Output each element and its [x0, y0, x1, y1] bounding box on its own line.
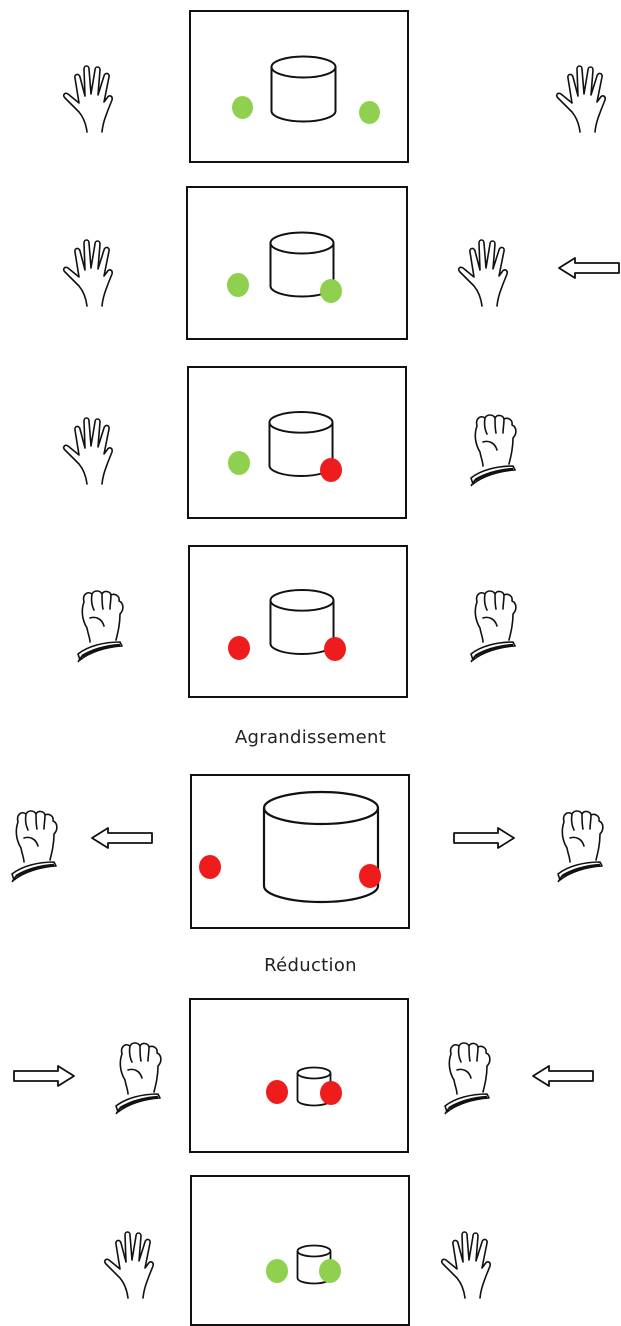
fist-icon	[108, 1040, 168, 1116]
fist-icon	[4, 808, 64, 884]
open-hand-icon	[452, 236, 524, 308]
open-hand-icon	[98, 1228, 170, 1300]
fist-icon	[437, 1040, 497, 1116]
cylinder-icon	[270, 55, 337, 125]
open-marker-right	[319, 1259, 341, 1283]
grab-marker-left	[228, 636, 250, 660]
grab-marker-right	[320, 1081, 342, 1105]
arrow-left-icon	[90, 826, 154, 850]
grab-marker-left	[199, 855, 221, 879]
scene-frame-step-5	[190, 774, 410, 929]
open-marker-right	[359, 101, 380, 124]
caption-enlarge: Agrandissement	[234, 727, 387, 748]
scene-frame-step-3	[187, 366, 407, 519]
grab-marker-right	[359, 864, 381, 888]
grab-marker-right	[320, 458, 342, 482]
open-hand-icon	[57, 62, 129, 134]
open-hand-icon	[57, 236, 129, 308]
fist-icon	[463, 588, 523, 664]
arrow-right-icon	[452, 826, 516, 850]
open-marker-left	[232, 96, 253, 119]
open-hand-icon	[435, 1228, 507, 1300]
grab-marker-left	[266, 1080, 288, 1104]
open-marker-left	[227, 273, 249, 297]
cylinder-icon	[262, 790, 380, 904]
open-marker-left	[266, 1259, 288, 1283]
caption-reduce: Réduction	[264, 955, 357, 976]
grab-marker-right	[324, 637, 346, 661]
scene-frame-step-4	[188, 545, 408, 698]
fist-icon	[550, 808, 610, 884]
scene-frame-step-2	[186, 186, 408, 340]
arrow-left-icon	[531, 1064, 595, 1088]
scene-frame-step-1	[189, 10, 409, 163]
open-hand-icon	[57, 414, 129, 486]
arrow-left-icon	[557, 256, 621, 280]
open-marker-left	[228, 451, 250, 475]
open-marker-right	[320, 279, 342, 303]
fist-icon	[70, 588, 130, 664]
open-hand-icon	[550, 62, 621, 134]
fist-icon	[463, 412, 523, 488]
arrow-right-icon	[12, 1064, 76, 1088]
